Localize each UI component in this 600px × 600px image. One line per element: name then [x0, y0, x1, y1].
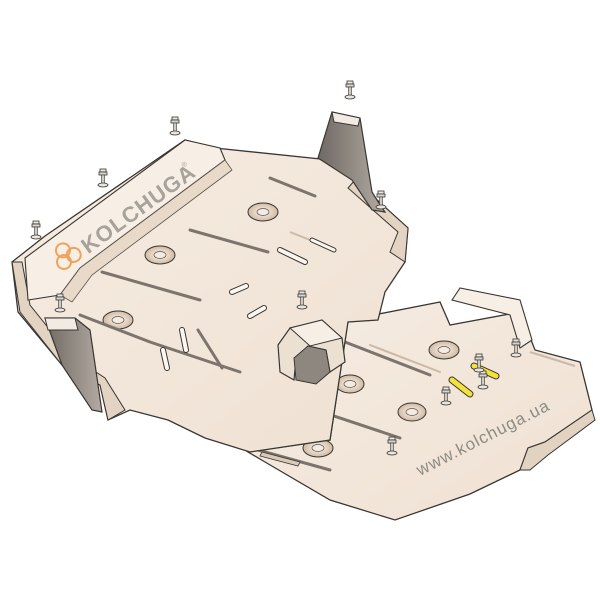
center-bracket [277, 319, 346, 385]
registered-mark: ® [180, 159, 190, 169]
left-bracket [44, 317, 103, 413]
kolchuga-logo-icon [54, 242, 82, 270]
